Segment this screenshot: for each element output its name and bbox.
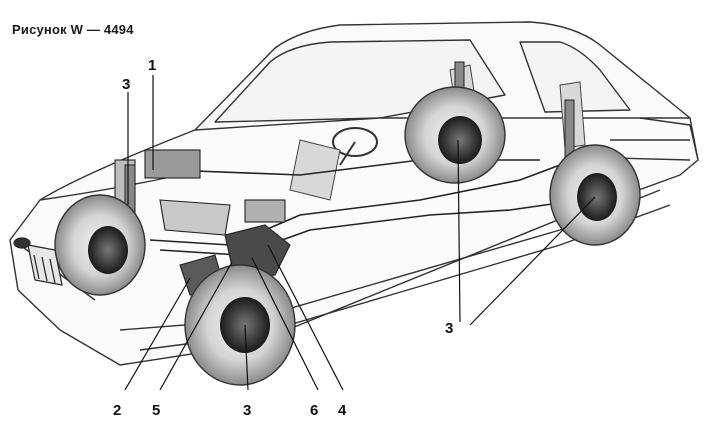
steering-wheel (332, 127, 378, 166)
callout-2: 2 (113, 402, 121, 419)
callout-4: 4 (338, 402, 347, 419)
callout-1: 1 (148, 57, 156, 74)
figure-title: Рисунок W — 4494 (12, 22, 134, 37)
front-right-wheel (184, 264, 296, 386)
callout-3-front-top: 3 (122, 76, 130, 93)
callout-labels: 1 3 2 5 3 6 4 3 (113, 57, 453, 419)
rear-left-wheel (404, 86, 506, 184)
callout-6: 6 (310, 402, 318, 419)
front-left-wheel (54, 194, 146, 296)
leader-lines (124, 75, 596, 391)
callout-3-front-bottom: 3 (243, 402, 251, 419)
callout-5: 5 (152, 402, 160, 419)
callout-3-rear: 3 (445, 320, 453, 337)
front-grille (13, 237, 63, 286)
